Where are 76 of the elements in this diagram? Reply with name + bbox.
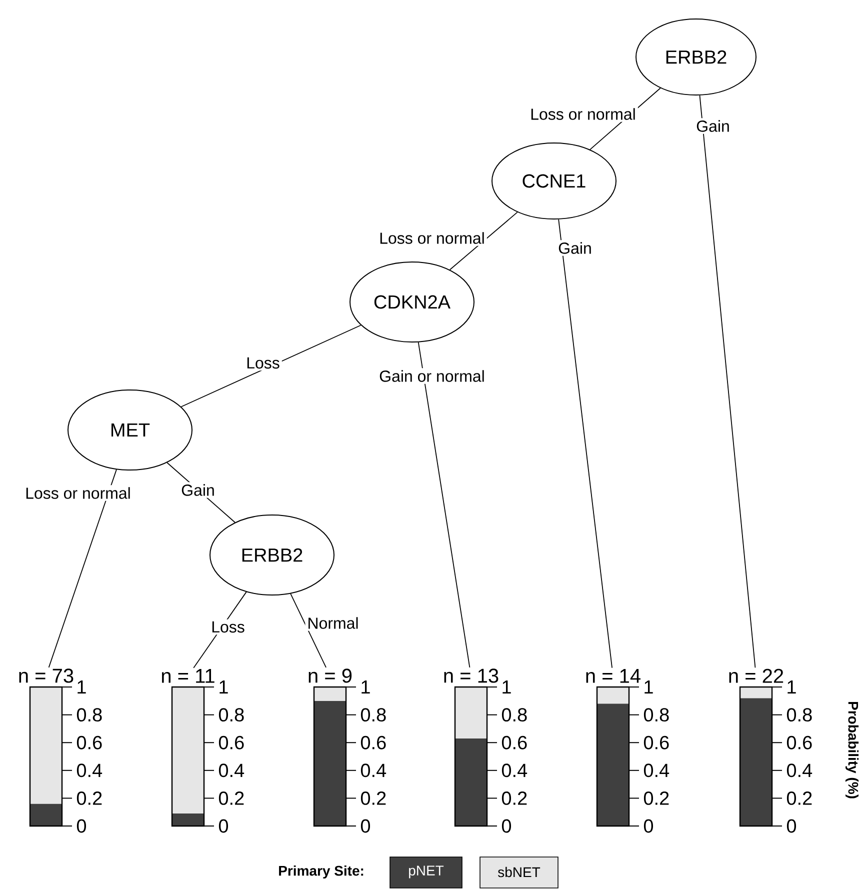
bar: [597, 687, 630, 704]
bar: [172, 814, 204, 826]
split-node: CCNE1: [492, 142, 616, 220]
tick-label: 0: [76, 819, 86, 833]
axis-title: Probability (%): [846, 702, 859, 798]
bar: [30, 687, 62, 804]
branch-line: [290, 593, 326, 668]
bar: [740, 687, 772, 698]
tick-label: 0: [218, 819, 228, 833]
edge-label: Gain: [556, 240, 594, 256]
tick-label: 0.2: [786, 791, 812, 805]
edge-label: Gain or normal: [377, 368, 487, 384]
split-node: ERBB2: [210, 514, 334, 596]
edge-label: Gain: [179, 482, 217, 498]
tick-label: 0.6: [502, 736, 527, 750]
legend-label: sbNET: [498, 866, 540, 878]
edge-label: Normal: [305, 615, 361, 631]
leaf-size-label: n = 73: [19, 668, 74, 683]
legend-title: Primary Site:: [279, 865, 364, 879]
tick-label: 1: [644, 680, 653, 694]
leaf-size-label: n = 22: [729, 668, 784, 683]
edge-label: Loss or normal: [23, 485, 133, 501]
tick-label: 0.2: [644, 791, 669, 805]
bar: [455, 687, 488, 738]
tick-label: 1: [362, 680, 370, 694]
branch-line: [180, 324, 362, 408]
edge-label: Loss or normal: [528, 106, 638, 122]
tick-label: 0.4: [786, 764, 812, 778]
bar: [30, 804, 62, 826]
leaf-size-label: n = 9: [308, 668, 352, 683]
leaf-size-label: n = 14: [586, 669, 640, 683]
tick-label: 1: [220, 680, 228, 694]
tick-label: 1: [502, 680, 511, 694]
leaf-size-label: n = 11: [162, 669, 214, 683]
branch-line: [558, 218, 612, 668]
edge-label: Loss: [209, 619, 247, 635]
bar: [455, 738, 488, 826]
tick-label: 0.4: [360, 764, 386, 778]
split-node: CDKN2A: [350, 262, 474, 342]
tick-label: 0.6: [786, 736, 812, 750]
tick-label: 0.8: [644, 708, 669, 722]
tick-label: 1: [78, 680, 86, 694]
tick-label: 0.6: [360, 736, 386, 750]
edge-label: Gain: [694, 118, 732, 134]
tick-label: 0: [644, 819, 654, 833]
branch-line: [418, 342, 470, 668]
tick-label: 0.6: [644, 736, 669, 750]
tick-label: 0.6: [76, 736, 102, 750]
tick-label: 0.2: [76, 791, 102, 805]
split-node: MET: [68, 390, 192, 470]
edge-label: Loss or normal: [377, 230, 487, 246]
tick-label: 0.8: [76, 708, 102, 722]
branch-line: [699, 94, 756, 668]
bar: [597, 704, 630, 826]
tick-label: 0.8: [786, 708, 812, 722]
tick-label: 0.4: [76, 764, 102, 778]
tick-label: 0.2: [360, 791, 386, 805]
tick-label: 0: [502, 819, 512, 833]
legend-label: pNET: [409, 866, 444, 878]
tick-label: 0.8: [218, 708, 244, 722]
tick-label: 1: [788, 680, 796, 694]
tick-label: 0.4: [218, 764, 244, 778]
bar: [314, 687, 346, 701]
tick-label: 0.2: [218, 791, 244, 805]
split-node: ERBB2: [636, 18, 756, 96]
tick-label: 0: [786, 819, 796, 833]
branch-line: [48, 469, 117, 668]
tick-label: 0.4: [644, 764, 670, 778]
tick-label: 0.8: [502, 708, 527, 722]
tick-label: 0.4: [502, 764, 528, 778]
tick-label: 0.6: [218, 736, 244, 750]
tick-label: 0: [360, 819, 370, 833]
leaf-size-label: n = 13: [444, 668, 498, 683]
tick-label: 0.8: [360, 708, 386, 722]
tick-label: 0.2: [502, 791, 527, 805]
edge-label: Loss: [244, 355, 282, 371]
